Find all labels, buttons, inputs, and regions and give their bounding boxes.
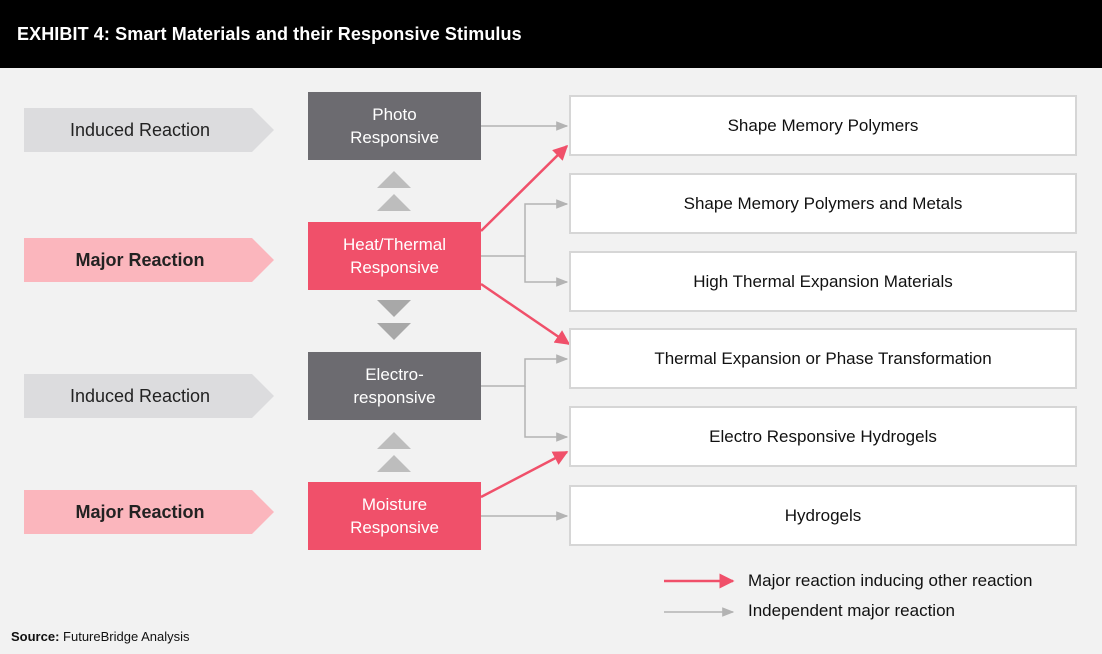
connector-electro-branch <box>481 354 569 387</box>
connector-electro-branch <box>524 386 569 442</box>
reaction-arrow-major <box>24 238 274 282</box>
independent-connectors <box>481 121 569 521</box>
connector-heat-branch <box>481 199 569 257</box>
connector-heat-to-thermal-expansion <box>480 282 571 346</box>
material-box: Hydrogels <box>569 485 1077 546</box>
up-chevrons <box>377 171 411 211</box>
reaction-label-induced: Induced Reaction <box>69 119 211 140</box>
up-chevrons <box>377 432 411 472</box>
source-text: FutureBridge Analysis <box>63 629 190 644</box>
reaction-label-major: Major Reaction <box>75 501 205 522</box>
major-connectors <box>480 144 571 499</box>
source-label: Source: <box>11 629 60 644</box>
down-chevrons <box>377 300 411 340</box>
stimulus-moisture-responsive: Moisture Responsive <box>308 482 481 550</box>
reaction-label-induced: Induced Reaction <box>69 385 211 406</box>
header-bar: EXHIBIT 4: Smart Materials and their Res… <box>0 0 1102 68</box>
material-box: Shape Memory Polymers <box>569 95 1077 156</box>
material-box: High Thermal Expansion Materials <box>569 251 1077 312</box>
material-box: Thermal Expansion or Phase Transformatio… <box>569 328 1077 389</box>
stimulus-heat-thermal-responsive: Heat/Thermal Responsive <box>308 222 481 290</box>
legend-major-label: Major reaction inducing other reaction <box>748 571 1033 590</box>
connector-moisture-to-hydrogels <box>480 450 569 499</box>
stimulus-electro-responsive: Electro- responsive <box>308 352 481 420</box>
connector-heat-branch <box>524 256 569 287</box>
stimulus-photo-responsive: Photo Responsive <box>308 92 481 160</box>
reaction-label-major: Major Reaction <box>75 249 205 270</box>
exhibit-title: EXHIBIT 4: Smart Materials and their Res… <box>17 24 522 44</box>
reaction-arrow-induced <box>24 374 274 418</box>
legend-independent-label: Independent major reaction <box>748 601 955 620</box>
source-note: Source: FutureBridge Analysis <box>11 629 189 644</box>
connector-heat-to-smp <box>480 144 569 232</box>
material-box: Shape Memory Polymers and Metals <box>569 173 1077 234</box>
material-box: Electro Responsive Hydrogels <box>569 406 1077 467</box>
reaction-arrow-induced <box>24 108 274 152</box>
reaction-arrow-major <box>24 490 274 534</box>
